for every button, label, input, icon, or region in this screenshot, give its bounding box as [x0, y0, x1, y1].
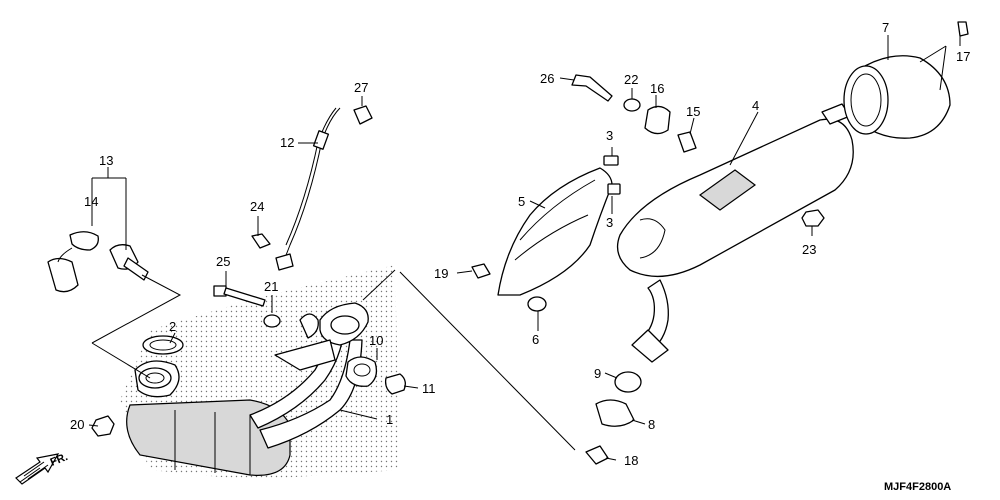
callout-6: 6	[532, 332, 539, 347]
grommet-6	[527, 296, 547, 312]
callout-20: 20	[70, 417, 84, 432]
gasket-9	[614, 371, 642, 393]
screw-17	[957, 21, 969, 37]
bolt-18	[585, 445, 609, 465]
callout-8: 8	[648, 417, 655, 432]
end-cap	[843, 55, 951, 139]
callout-26: 26	[540, 71, 554, 86]
bolt-24	[251, 233, 271, 249]
callout-7: 7	[882, 20, 889, 35]
callout-2: 2	[169, 319, 176, 334]
collar-15	[677, 131, 697, 153]
bolt-19	[471, 263, 491, 279]
rubber-mount	[345, 356, 378, 387]
callout-13: 13	[99, 153, 113, 168]
bolt-26	[571, 74, 613, 102]
callout-27: 27	[354, 80, 368, 95]
callout-10: 10	[369, 333, 383, 348]
band-clamp	[595, 399, 635, 427]
nut-23	[801, 209, 825, 227]
heat-guard	[497, 167, 613, 296]
clip-3b	[607, 183, 621, 195]
callout-1: 1	[386, 412, 393, 427]
washer-21	[263, 314, 281, 328]
washer-22	[623, 98, 641, 112]
callout-5: 5	[518, 194, 525, 209]
o2-sensor	[47, 231, 149, 293]
collar	[384, 373, 406, 395]
sensor-cable	[275, 107, 341, 339]
callout-18: 18	[624, 453, 638, 468]
bolt-27	[353, 105, 373, 125]
callout-25: 25	[216, 254, 230, 269]
callout-4: 4	[752, 98, 759, 113]
callout-21: 21	[264, 279, 278, 294]
front-direction-arrow	[15, 453, 60, 485]
nut-20	[91, 415, 115, 437]
callout-16: 16	[650, 81, 664, 96]
callout-3: 3	[606, 128, 613, 143]
clip-3a	[603, 155, 619, 166]
muffler	[616, 103, 854, 363]
exhaust-pipe-assembly	[126, 302, 369, 476]
bolt-25	[213, 285, 266, 307]
callout-15: 15	[686, 104, 700, 119]
callout-17: 17	[956, 49, 970, 64]
figure-code: MJF4F2800A	[884, 481, 951, 493]
callout-3b: 3	[606, 215, 613, 230]
callout-9: 9	[594, 366, 601, 381]
callout-22: 22	[624, 72, 638, 87]
leader-lines	[88, 35, 961, 461]
rubber-16	[644, 105, 671, 135]
callout-12: 12	[280, 135, 294, 150]
callout-23: 23	[802, 242, 816, 257]
gasket	[142, 335, 184, 355]
callout-14: 14	[84, 194, 98, 209]
callout-11: 11	[422, 381, 436, 396]
callout-24: 24	[250, 199, 264, 214]
callout-19: 19	[434, 266, 448, 281]
front-direction-label: FR.	[49, 451, 70, 469]
